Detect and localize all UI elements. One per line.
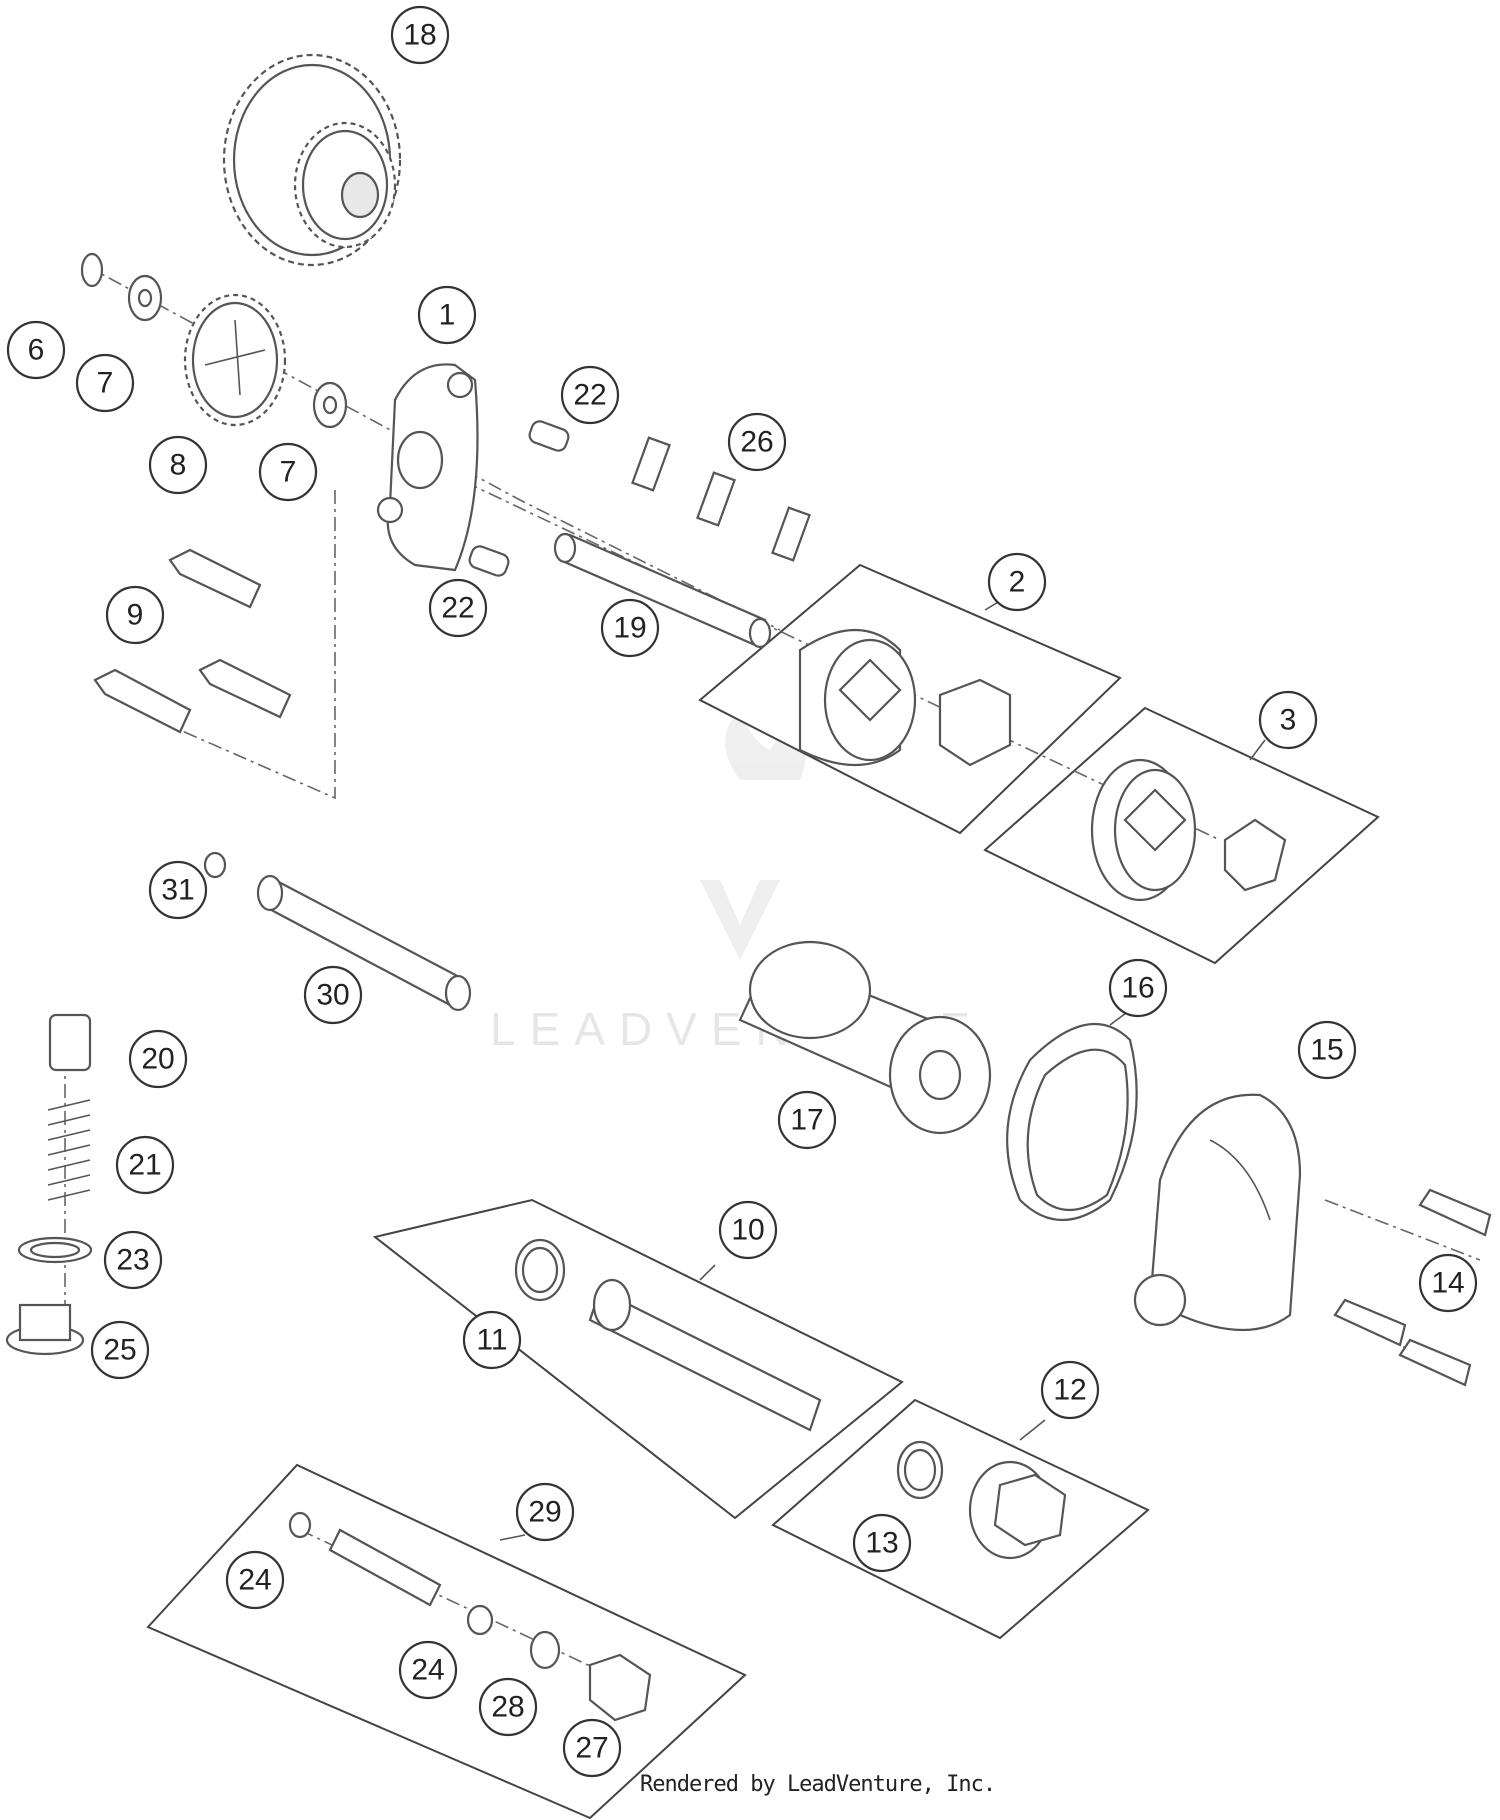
- svg-text:8: 8: [170, 449, 187, 482]
- callout-2: 2: [987, 552, 1047, 612]
- callout-9: 9: [105, 585, 165, 645]
- gasket-16: [1006, 1022, 1138, 1221]
- callout-29: 29: [515, 1482, 575, 1542]
- svg-text:22: 22: [573, 379, 606, 412]
- svg-text:29: 29: [528, 1496, 561, 1529]
- callout-21: 21: [115, 1135, 175, 1195]
- svg-text:16: 16: [1121, 972, 1154, 1005]
- svg-text:17: 17: [790, 1104, 823, 1137]
- svg-text:31: 31: [161, 874, 194, 907]
- svg-text:23: 23: [116, 1244, 149, 1277]
- pump-housing-1: [376, 363, 570, 577]
- plug-12: [896, 1440, 1067, 1560]
- assembly-29: [288, 1511, 652, 1722]
- shaft-30: [256, 874, 472, 1012]
- svg-text:7: 7: [97, 367, 114, 400]
- callout-1: 1: [417, 285, 477, 345]
- svg-text:21: 21: [128, 1149, 161, 1182]
- shaft-19: [553, 532, 772, 649]
- callout-11: 11: [462, 1310, 522, 1370]
- svg-text:7: 7: [280, 456, 297, 489]
- box-29: [146, 1463, 747, 1820]
- callout-7b: 7: [258, 442, 318, 502]
- callout-15: 15: [1297, 1020, 1357, 1080]
- svg-text:14: 14: [1431, 1267, 1464, 1300]
- callout-20: 20: [128, 1029, 188, 1089]
- callout-8: 8: [148, 435, 208, 495]
- callout-23: 23: [103, 1230, 163, 1290]
- callout-24b: 24: [398, 1640, 458, 1700]
- svg-text:13: 13: [865, 1527, 898, 1560]
- valve-stack: [5, 1013, 93, 1356]
- callout-31: 31: [148, 860, 208, 920]
- pins-26: [631, 436, 811, 562]
- axis-pump: [439, 469, 1221, 841]
- callout-10: 10: [718, 1200, 778, 1260]
- svg-text:3: 3: [1280, 704, 1297, 737]
- callout-30: 30: [303, 965, 363, 1025]
- callout-14: 14: [1418, 1253, 1478, 1313]
- callout-16: 16: [1108, 958, 1168, 1018]
- svg-text:27: 27: [575, 1732, 608, 1765]
- bolts-9: [93, 548, 292, 734]
- svg-text:9: 9: [127, 599, 144, 632]
- box-12: [771, 1398, 1150, 1640]
- callout-3: 3: [1258, 690, 1318, 750]
- svg-text:26: 26: [740, 426, 773, 459]
- svg-text:11: 11: [476, 1324, 507, 1357]
- callout-12: 12: [1040, 1360, 1100, 1420]
- render-credit: Rendered by LeadVenture, Inc.: [640, 1772, 996, 1797]
- callout-6: 6: [6, 320, 66, 380]
- svg-text:19: 19: [613, 612, 646, 645]
- callout-18: 18: [390, 5, 450, 65]
- callout-22a: 22: [560, 365, 620, 425]
- callout-7a: 7: [75, 353, 135, 413]
- axis-bolts: [179, 490, 336, 800]
- svg-text:22: 22: [441, 592, 474, 625]
- svg-text:10: 10: [731, 1214, 764, 1247]
- callout-22b: 22: [428, 578, 488, 638]
- bolts-14: [1333, 1188, 1492, 1387]
- callout-26: 26: [727, 412, 787, 472]
- callout-13: 13: [852, 1513, 912, 1573]
- callout-24a: 24: [225, 1550, 285, 1610]
- callout-19: 19: [600, 598, 660, 658]
- svg-text:20: 20: [141, 1043, 174, 1076]
- svg-text:15: 15: [1310, 1034, 1343, 1067]
- filter-cover-15: [1133, 1093, 1302, 1331]
- callout-28: 28: [478, 1677, 538, 1737]
- svg-text:24: 24: [238, 1564, 271, 1597]
- svg-text:24: 24: [411, 1654, 444, 1687]
- oil-filter-17: [738, 940, 992, 1135]
- callout-27: 27: [562, 1718, 622, 1778]
- svg-text:1: 1: [439, 299, 456, 332]
- svg-text:6: 6: [28, 334, 45, 367]
- gear-assembly-18: [222, 53, 402, 267]
- gear-8: [80, 252, 348, 429]
- svg-text:25: 25: [103, 1334, 136, 1367]
- rotor-set-2: [798, 629, 1012, 767]
- callout-17: 17: [777, 1090, 837, 1150]
- ring-31: [203, 851, 227, 879]
- svg-text:2: 2: [1009, 566, 1026, 599]
- svg-text:12: 12: [1053, 1374, 1086, 1407]
- strainer-10: [514, 1238, 822, 1432]
- svg-text:30: 30: [316, 979, 349, 1012]
- box-10: [372, 1198, 904, 1520]
- callout-25: 25: [90, 1320, 150, 1380]
- rotor-set-3: [1090, 758, 1287, 902]
- svg-text:28: 28: [491, 1691, 524, 1724]
- svg-text:18: 18: [403, 19, 436, 52]
